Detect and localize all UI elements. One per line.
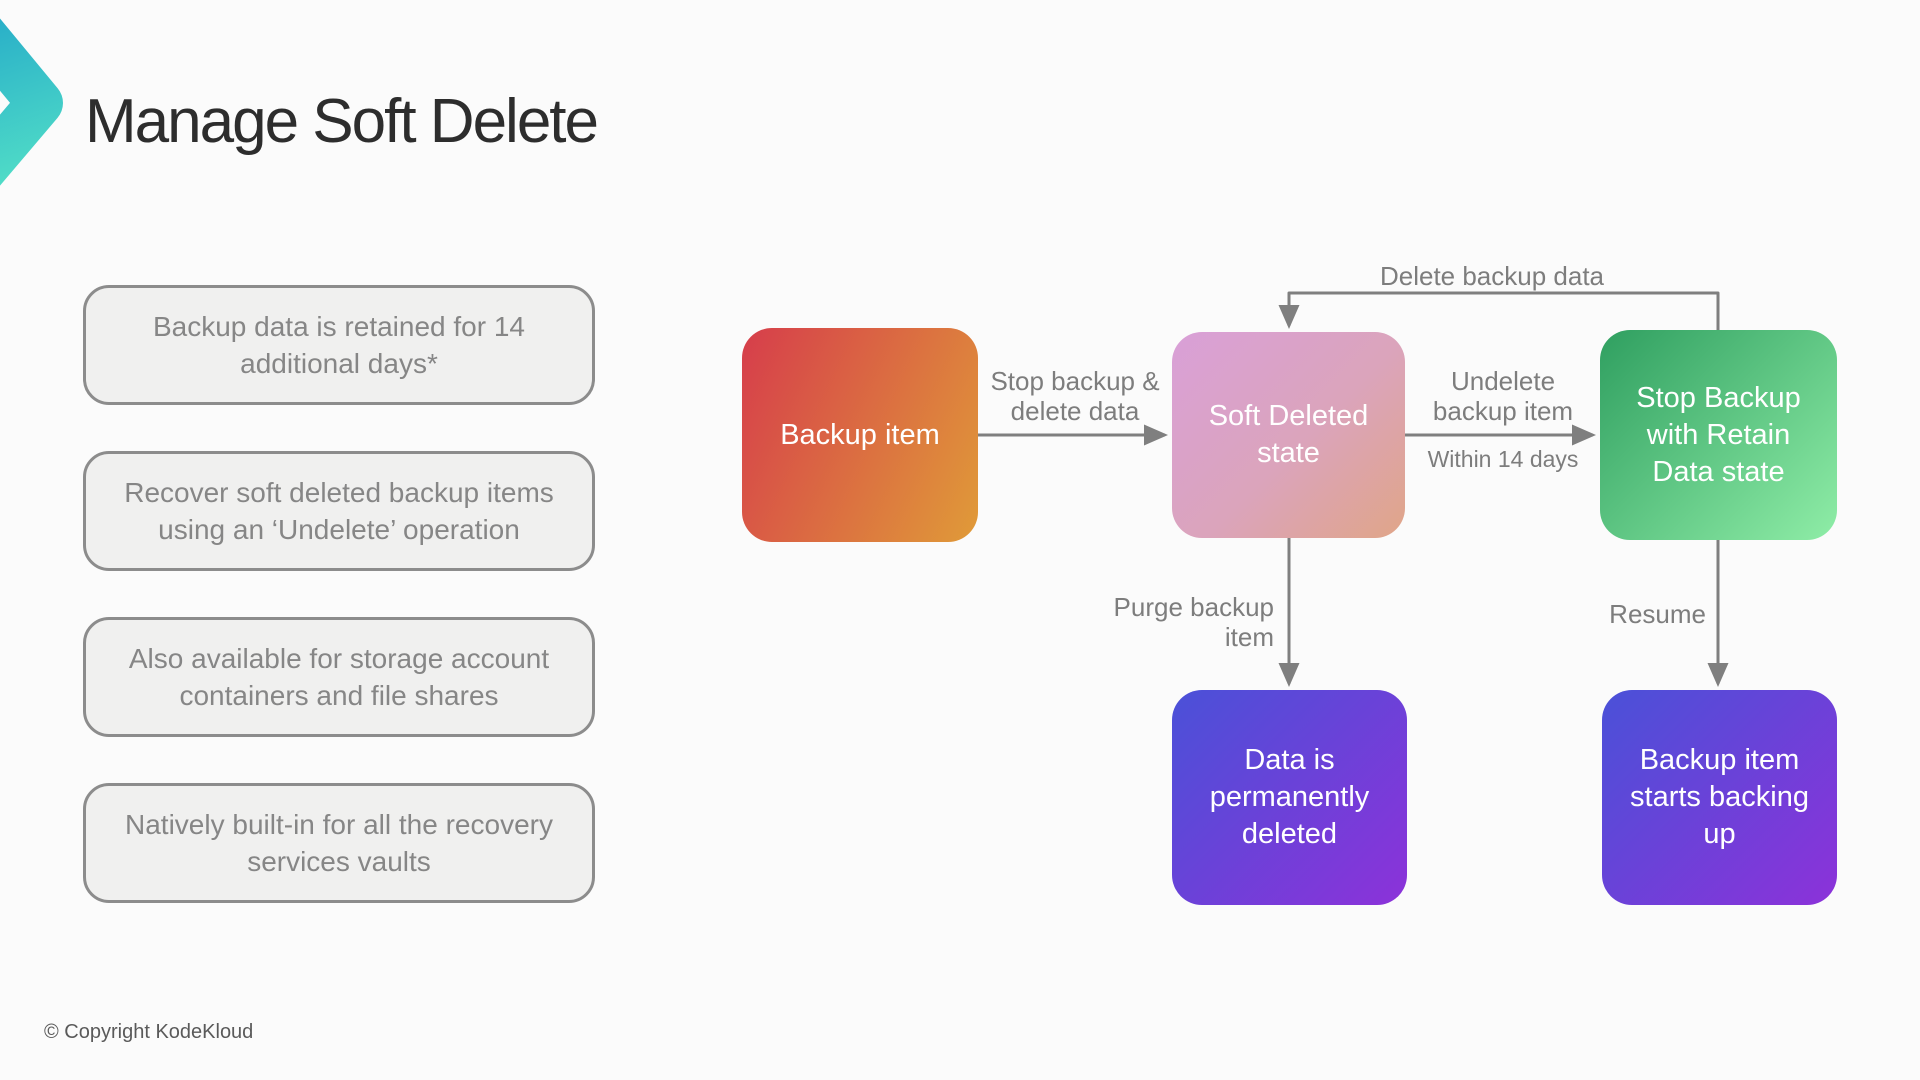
flow-node-stop-backup-retain-data: Stop Backup with Retain Data state — [1600, 330, 1837, 540]
note-text: Natively built-in for all the recovery s… — [125, 809, 553, 877]
note-box-storage: Also available for storage account conta… — [83, 617, 595, 737]
edge-label-line: Purge backup — [1113, 592, 1274, 622]
arrow-delete-backup-data — [1278, 291, 1720, 330]
edge-label-delete-backup-data: Delete backup data — [1379, 261, 1605, 291]
note-box-native: Natively built-in for all the recovery s… — [83, 783, 595, 903]
edge-label-resume: Resume — [1609, 599, 1706, 629]
flow-node-backup-item: Backup item — [742, 328, 978, 542]
node-label: Soft Deleted state — [1208, 400, 1369, 469]
edge-label-purge-backup-item: Purge backup item — [1074, 592, 1274, 652]
edge-label-undelete-backup-item: Undelete backup item — [1383, 366, 1623, 426]
node-label: Backup item starts backing up — [1630, 744, 1809, 850]
edge-label-line: backup item — [1432, 396, 1574, 426]
edge-label-line: Undelete — [1450, 366, 1556, 396]
note-text: Recover soft deleted backup items using … — [124, 477, 554, 545]
edge-label-line: Stop backup & — [990, 366, 1160, 396]
page-title: Manage Soft Delete — [85, 87, 599, 156]
flow-node-backup-item-starts-backing-up: Backup item starts backing up — [1602, 690, 1837, 905]
note-box-undelete: Recover soft deleted backup items using … — [83, 451, 595, 571]
edge-label-stop-backup-delete-data: Stop backup & delete data — [955, 366, 1195, 426]
node-label: Data is permanently deleted — [1209, 744, 1370, 850]
note-box-retention: Backup data is retained for 14 additiona… — [83, 285, 595, 405]
edge-label-line: delete data — [1010, 396, 1140, 426]
flow-node-data-permanently-deleted: Data is permanently deleted — [1172, 690, 1407, 905]
edge-label-within-14-days: Within 14 days — [1427, 446, 1579, 472]
flow-node-soft-deleted-state: Soft Deleted state — [1172, 332, 1405, 538]
note-text: Backup data is retained for 14 additiona… — [152, 311, 525, 379]
node-label: Stop Backup with Retain Data state — [1636, 381, 1801, 488]
edge-label-line: item — [1224, 622, 1274, 652]
node-label: Backup item — [780, 418, 940, 451]
note-text: Also available for storage account conta… — [128, 643, 550, 711]
copyright-text: © Copyright KodeKloud — [44, 1021, 254, 1043]
kodekloud-logo-chevron-icon — [0, 18, 63, 186]
